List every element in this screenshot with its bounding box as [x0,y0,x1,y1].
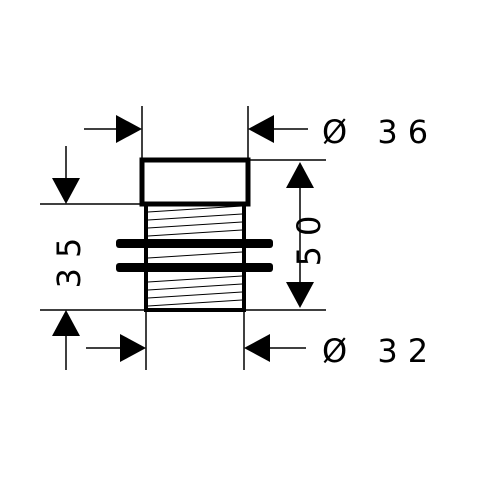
overall-height-label: 50 [290,206,328,267]
threaded-length-label: 35 [50,228,88,289]
arrowhead [244,334,270,362]
arrowhead [116,115,142,143]
dimension-threaded-length [40,146,146,370]
arrowhead [286,282,314,308]
flange-upper [116,239,273,248]
fitting-part [116,157,273,312]
dimension-outer-diameter [84,106,308,158]
fitting-threaded-body [144,202,246,312]
arrowhead [248,115,274,143]
arrowhead [52,178,80,204]
arrowhead [286,162,314,188]
flange-lower [116,263,273,272]
dimension-overall-height [246,159,326,311]
arrowhead [52,310,80,336]
thread-lines [147,205,243,307]
outer-diameter-label: Ø 36 [322,113,438,151]
inner-diameter-label: Ø 32 [322,332,438,370]
fitting-head [139,157,251,207]
dimension-inner-diameter [86,312,306,370]
arrowhead [120,334,146,362]
